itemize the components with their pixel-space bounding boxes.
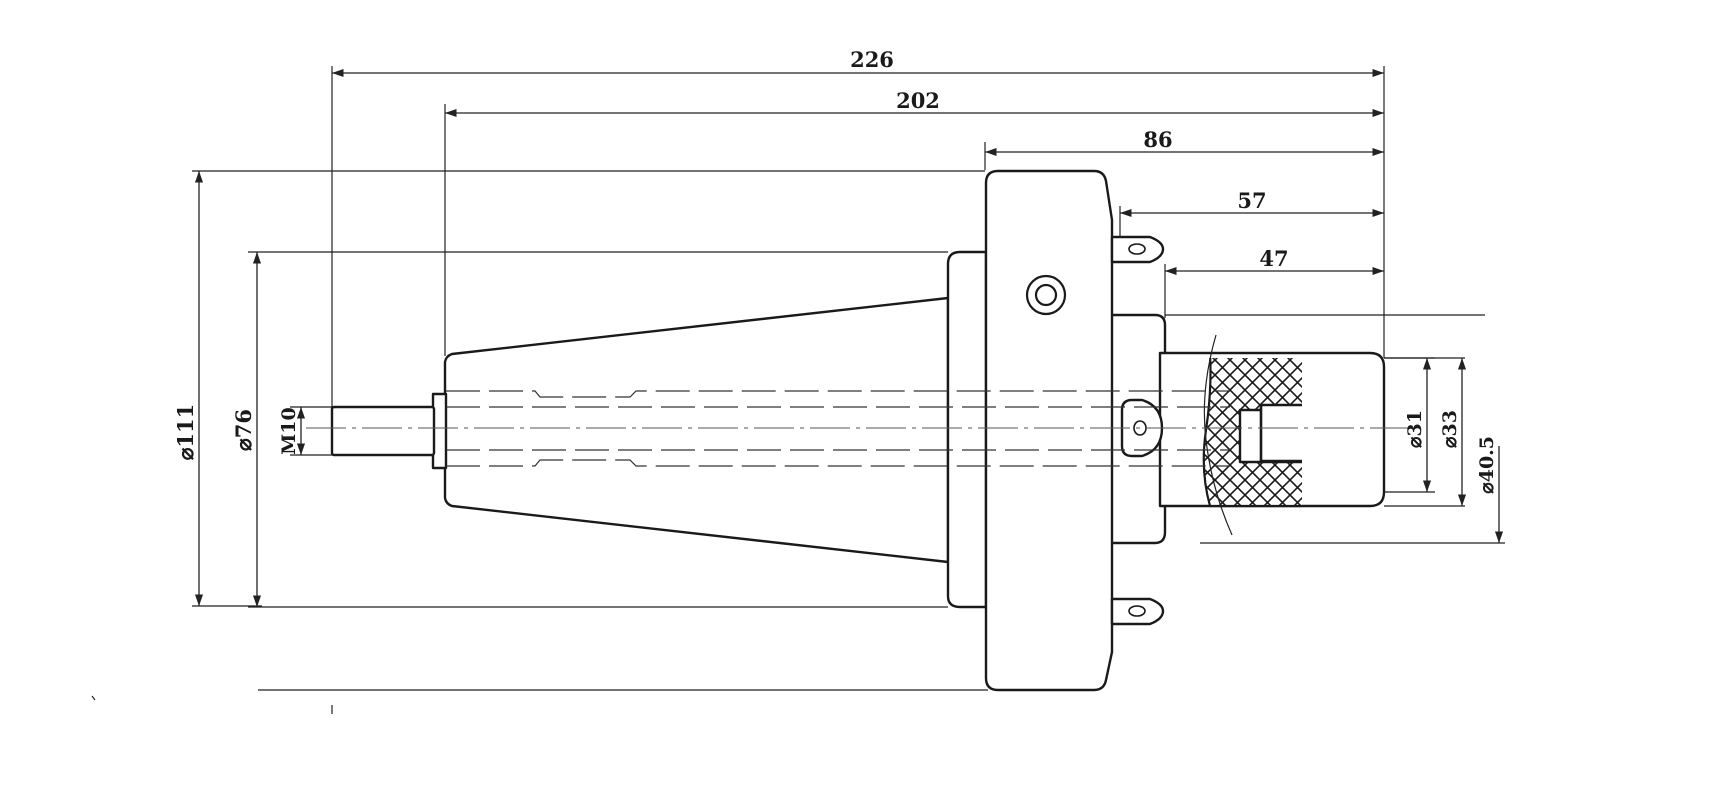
dim-bore-diameter: ⌀31	[1404, 410, 1426, 448]
hidden-lines	[446, 390, 1230, 467]
set-screw-outer	[1025, 274, 1067, 316]
drive-lug-top-hole	[1128, 243, 1146, 255]
dim-collar-to-end: 47	[1259, 246, 1288, 271]
drive-lug-bottom-hole	[1128, 605, 1146, 617]
taper-shank	[443, 296, 950, 564]
dim-taper-diameter: ⌀76	[231, 409, 256, 451]
drive-lug-top	[1110, 235, 1165, 264]
dim-flange-to-end: 86	[1143, 127, 1172, 152]
flange	[984, 169, 1114, 692]
dim-thread: M10	[278, 407, 300, 454]
dim-taper-to-end: 202	[896, 88, 940, 113]
horizontal-dimensions: 226 202 86 57 47	[332, 47, 1384, 276]
dim-flange-diameter: ⌀111	[173, 404, 198, 460]
pull-stud	[330, 405, 436, 457]
tool-holder	[306, 169, 1410, 692]
dim-overall-length: 226	[850, 47, 894, 72]
dim-collar-diameter: ⌀40.5	[1476, 436, 1498, 494]
drive-lug-bottom	[1110, 597, 1165, 626]
dim-flange-face-to-end: 57	[1237, 188, 1266, 213]
nose-section	[1202, 358, 1302, 508]
vertical-dimensions: ⌀111 ⌀76 M10 ⌀31 ⌀33 ⌀40.5	[173, 171, 1504, 607]
dim-nose-diameter: ⌀33	[1439, 410, 1461, 448]
gauge-shoulder	[946, 250, 988, 609]
set-screw-inner	[1034, 283, 1058, 307]
